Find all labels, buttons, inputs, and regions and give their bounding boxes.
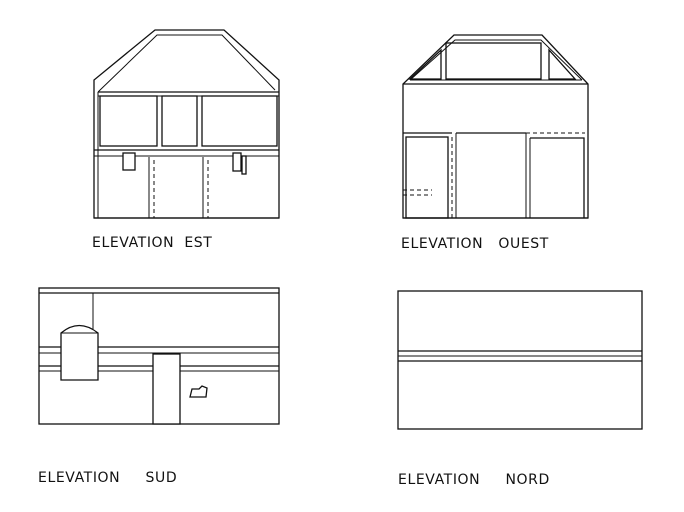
- label-elevation-ouest: ELEVATION OUEST: [401, 236, 549, 252]
- elevation-nord: [397, 290, 643, 430]
- elevation-ouest: [402, 34, 589, 219]
- label-elevation-est: ELEVATION EST: [92, 235, 212, 251]
- label-elevation-sud: ELEVATION SUD: [38, 470, 177, 486]
- elevation-sud: [38, 287, 280, 425]
- label-elevation-nord: ELEVATION NORD: [398, 472, 550, 488]
- elevation-est: [93, 29, 280, 219]
